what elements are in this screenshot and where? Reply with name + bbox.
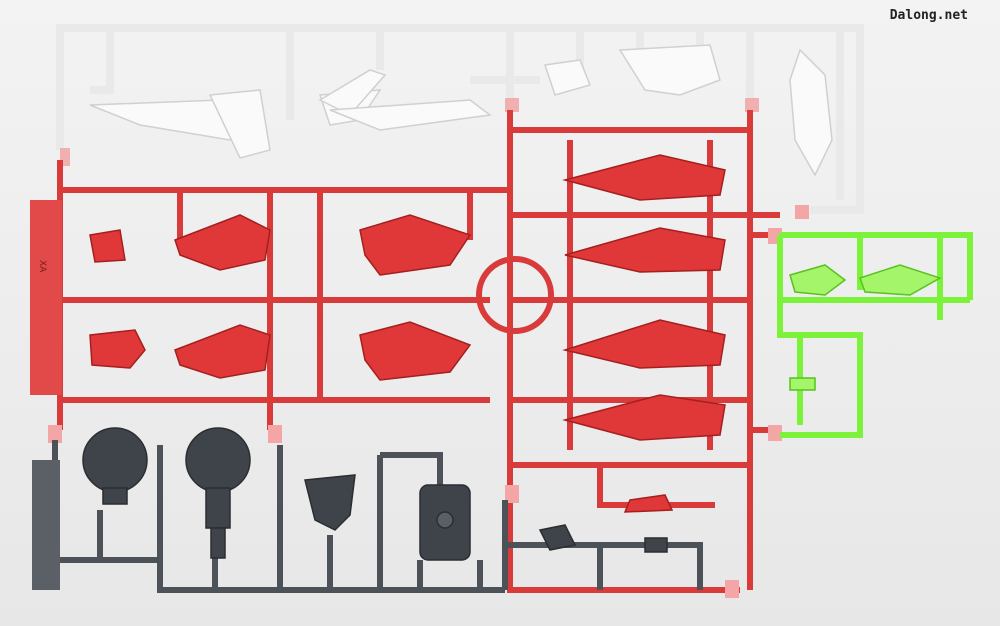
white-parts bbox=[89, 44, 833, 177]
white-runner bbox=[56, 24, 864, 214]
watermark: Dalong.net bbox=[889, 8, 968, 23]
white-gate-1 bbox=[60, 148, 70, 166]
red-tag-plate bbox=[30, 200, 62, 395]
green-parts bbox=[789, 264, 942, 391]
gray-tag-plate bbox=[32, 460, 60, 590]
white-gate-2 bbox=[505, 98, 519, 112]
green-runner bbox=[777, 232, 973, 438]
red-parts bbox=[89, 154, 726, 513]
white-gate-3 bbox=[745, 98, 759, 112]
red-tag-text: XA bbox=[37, 260, 47, 273]
gray-parts bbox=[82, 427, 668, 561]
